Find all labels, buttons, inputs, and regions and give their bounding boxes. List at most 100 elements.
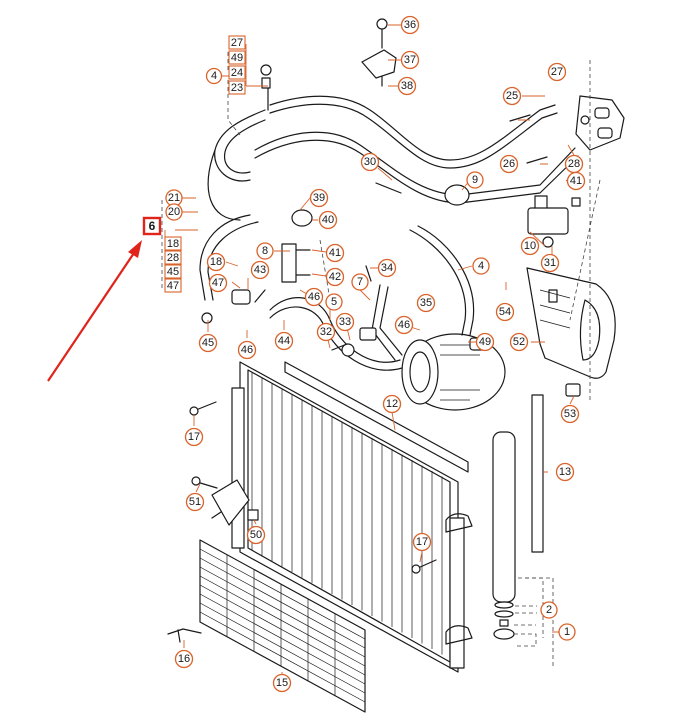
callout-label: 44 xyxy=(278,335,290,347)
grille-slat xyxy=(199,602,366,694)
callout-23[interactable]: 23 xyxy=(228,80,246,95)
callout-label: 34 xyxy=(381,262,393,274)
callout-label: 10 xyxy=(524,240,536,252)
grille-slat xyxy=(199,575,366,667)
callout-18[interactable]: 18 xyxy=(164,236,182,251)
refrigerant-lines xyxy=(199,18,579,371)
callout-label: 53 xyxy=(564,408,576,420)
callout-40[interactable]: 40 xyxy=(318,210,338,230)
callout-52[interactable]: 52 xyxy=(509,332,529,352)
callout-label: 42 xyxy=(329,271,341,283)
callout-43[interactable]: 43 xyxy=(250,260,270,280)
callout-18[interactable]: 18 xyxy=(206,252,226,272)
callout-label: 28 xyxy=(568,158,580,170)
callout-10[interactable]: 10 xyxy=(520,236,540,256)
callout-34[interactable]: 34 xyxy=(377,258,397,278)
callout-42[interactable]: 42 xyxy=(325,267,345,287)
callout-label: 49 xyxy=(479,336,491,348)
callout-label: 49 xyxy=(231,52,243,64)
expansion-valve xyxy=(527,95,625,248)
callout-33[interactable]: 33 xyxy=(335,312,355,332)
callout-label: 45 xyxy=(202,337,214,349)
callout-15[interactable]: 15 xyxy=(272,673,292,693)
callout-50[interactable]: 50 xyxy=(246,525,266,545)
heat-shield xyxy=(526,267,616,379)
callout-25[interactable]: 25 xyxy=(502,86,522,106)
highlighted-callout-6[interactable]: 6 xyxy=(142,216,162,236)
condenser xyxy=(231,361,473,673)
callout-41[interactable]: 41 xyxy=(325,243,345,263)
callout-28[interactable]: 28 xyxy=(164,250,182,265)
callout-label: 8 xyxy=(262,245,268,257)
callout-32[interactable]: 32 xyxy=(316,322,336,342)
callout-45[interactable]: 45 xyxy=(164,264,182,279)
callout-30[interactable]: 30 xyxy=(360,152,380,172)
callout-1[interactable]: 1 xyxy=(558,623,576,641)
callout-2[interactable]: 2 xyxy=(540,601,558,619)
callout-24[interactable]: 24 xyxy=(228,65,246,80)
callout-39[interactable]: 39 xyxy=(309,188,329,208)
callout-label: 50 xyxy=(250,529,262,541)
callout-44[interactable]: 44 xyxy=(274,331,294,351)
callout-46[interactable]: 46 xyxy=(394,315,414,335)
callout-label: 43 xyxy=(254,264,266,276)
callout-label: 35 xyxy=(420,297,432,309)
callout-36[interactable]: 36 xyxy=(400,15,420,35)
callout-label: 39 xyxy=(313,192,325,204)
callout-27[interactable]: 27 xyxy=(228,35,246,50)
callout-label: 26 xyxy=(503,158,515,170)
callout-label: 18 xyxy=(167,238,179,250)
callout-label: 45 xyxy=(167,266,179,278)
callout-16[interactable]: 16 xyxy=(174,649,194,669)
callout-label: 21 xyxy=(168,192,180,204)
callout-label: 12 xyxy=(386,398,398,410)
parts-drawing xyxy=(161,18,625,713)
callout-label: 47 xyxy=(167,280,179,292)
callout-9[interactable]: 9 xyxy=(466,171,484,189)
callout-5[interactable]: 5 xyxy=(325,293,343,311)
callout-label: 5 xyxy=(331,296,337,308)
callout-35[interactable]: 35 xyxy=(416,293,436,313)
callout-label: 41 xyxy=(570,175,582,187)
callout-20[interactable]: 20 xyxy=(165,203,183,221)
callout-27[interactable]: 27 xyxy=(547,62,567,82)
grille-slat xyxy=(199,548,366,640)
callout-4[interactable]: 4 xyxy=(205,67,223,85)
grille-slat xyxy=(199,611,366,703)
callout-49[interactable]: 49 xyxy=(475,332,495,352)
callout-label: 27 xyxy=(231,37,243,49)
callout-46[interactable]: 46 xyxy=(304,287,324,307)
callout-label: 54 xyxy=(499,306,511,318)
callout-47[interactable]: 47 xyxy=(164,278,182,293)
callout-53[interactable]: 53 xyxy=(560,404,580,424)
callout-label: 28 xyxy=(167,252,179,264)
callout-label: 4 xyxy=(478,260,484,272)
callout-47[interactable]: 47 xyxy=(208,273,228,293)
callout-17[interactable]: 17 xyxy=(184,427,204,447)
grille-slat xyxy=(199,593,366,685)
callout-label: 31 xyxy=(544,257,556,269)
callout-7[interactable]: 7 xyxy=(351,273,369,291)
callout-label: 36 xyxy=(404,19,416,31)
callout-13[interactable]: 13 xyxy=(555,462,575,482)
callout-label: 16 xyxy=(178,653,190,665)
callout-41[interactable]: 41 xyxy=(566,171,586,191)
callout-17[interactable]: 17 xyxy=(412,532,432,552)
callout-38[interactable]: 38 xyxy=(397,76,417,96)
callout-37[interactable]: 37 xyxy=(400,50,420,70)
callout-46[interactable]: 46 xyxy=(237,340,257,360)
callout-51[interactable]: 51 xyxy=(185,492,205,512)
callout-12[interactable]: 12 xyxy=(382,394,402,414)
callout-8[interactable]: 8 xyxy=(256,242,274,260)
callout-31[interactable]: 31 xyxy=(540,253,560,273)
callout-54[interactable]: 54 xyxy=(495,302,515,322)
callout-4[interactable]: 4 xyxy=(472,257,490,275)
callout-45[interactable]: 45 xyxy=(198,333,218,353)
callout-49[interactable]: 49 xyxy=(228,50,246,65)
callout-21[interactable]: 21 xyxy=(165,189,183,207)
callout-label: 30 xyxy=(364,156,376,168)
callout-28[interactable]: 28 xyxy=(564,154,584,174)
callout-26[interactable]: 26 xyxy=(499,154,519,174)
grille xyxy=(199,539,366,713)
